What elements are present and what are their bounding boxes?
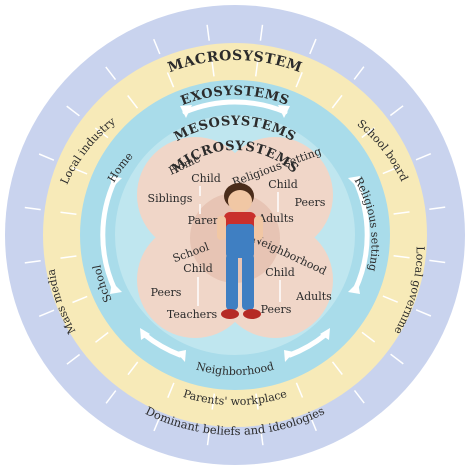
radial-arrow [353,389,365,404]
radial-arrow [206,429,211,446]
radial-arrow [60,255,77,259]
micro-neighborhood-child: Child [265,266,295,279]
radial-arrow [382,295,398,303]
radial-arrow [60,211,77,216]
radial-arrow [255,393,259,410]
micro-neighborhood-peers: Peers [261,303,292,316]
child-leg-left [226,254,238,310]
radial-arrow [361,127,375,139]
micro-inner-arrows [197,186,281,306]
radial-arrow [393,211,410,215]
radial-arrow [206,24,210,41]
radial-arrow [295,72,303,88]
micro-religious-adults: Adults [257,212,294,225]
child-shoe-right [243,309,261,319]
micro-school-teachers: Teachers [167,308,218,321]
radial-arrow [38,309,55,317]
child-arm-left [217,216,226,240]
radial-arrow [105,66,117,81]
radial-arrow [211,60,215,77]
child-shoe-left [221,309,239,319]
radial-arrow [38,153,55,161]
radial-arrow [415,153,432,161]
radial-arrow [211,393,216,410]
child-overalls [226,224,254,258]
radial-arrow [127,361,139,376]
meso-arrowheads [110,105,360,362]
radial-arrow [415,309,432,317]
micro-religious-peers: Peers [295,196,326,209]
radial-arrow [167,382,175,398]
radial-arrow [166,72,175,88]
radial-arrow [24,260,41,264]
child-face [228,190,252,212]
radial-arrow [259,24,264,41]
child-leg-right [242,254,254,310]
radial-arrow [153,415,161,432]
radial-arrow [295,382,304,398]
radial-arrow [353,66,365,80]
child-arm-right [254,216,263,240]
radial-arrow [389,105,404,117]
micro-religious-child: Child [268,178,298,191]
radial-arrow [72,295,88,304]
radial-arrow [382,166,398,175]
radial-arrow [254,60,259,77]
radial-arrow [66,105,80,117]
radial-arrow [260,429,264,446]
micro-home-siblings: Siblings [148,192,193,205]
micro-neighborhood-adults: Adults [295,290,332,303]
micro-home-child: Child [191,172,221,185]
radial-arrow [390,353,404,365]
radial-arrow [127,95,139,109]
radial-arrow [393,254,410,259]
radial-arrows [24,24,446,446]
meso-label-neighborhood: Neighborhood [195,360,276,378]
micro-school-child: Child [183,262,213,275]
child-figure-illustration [217,183,263,319]
radial-arrow [66,353,81,365]
radial-arrow [95,331,109,343]
radial-arrow [153,38,161,55]
radial-arrow [24,206,41,211]
radial-arrow [94,127,109,139]
radial-arrow [309,415,317,432]
micro-home-parent: Parent [188,214,225,227]
radial-arrow [105,390,117,404]
radial-arrow [361,331,376,343]
radial-arrow [331,94,343,109]
radial-arrow [429,259,446,264]
radial-arrow [72,167,88,175]
radial-arrow [309,38,317,55]
micro-school-peers: Peers [151,286,182,299]
radial-arrow [429,206,446,210]
radial-arrow [331,361,343,375]
